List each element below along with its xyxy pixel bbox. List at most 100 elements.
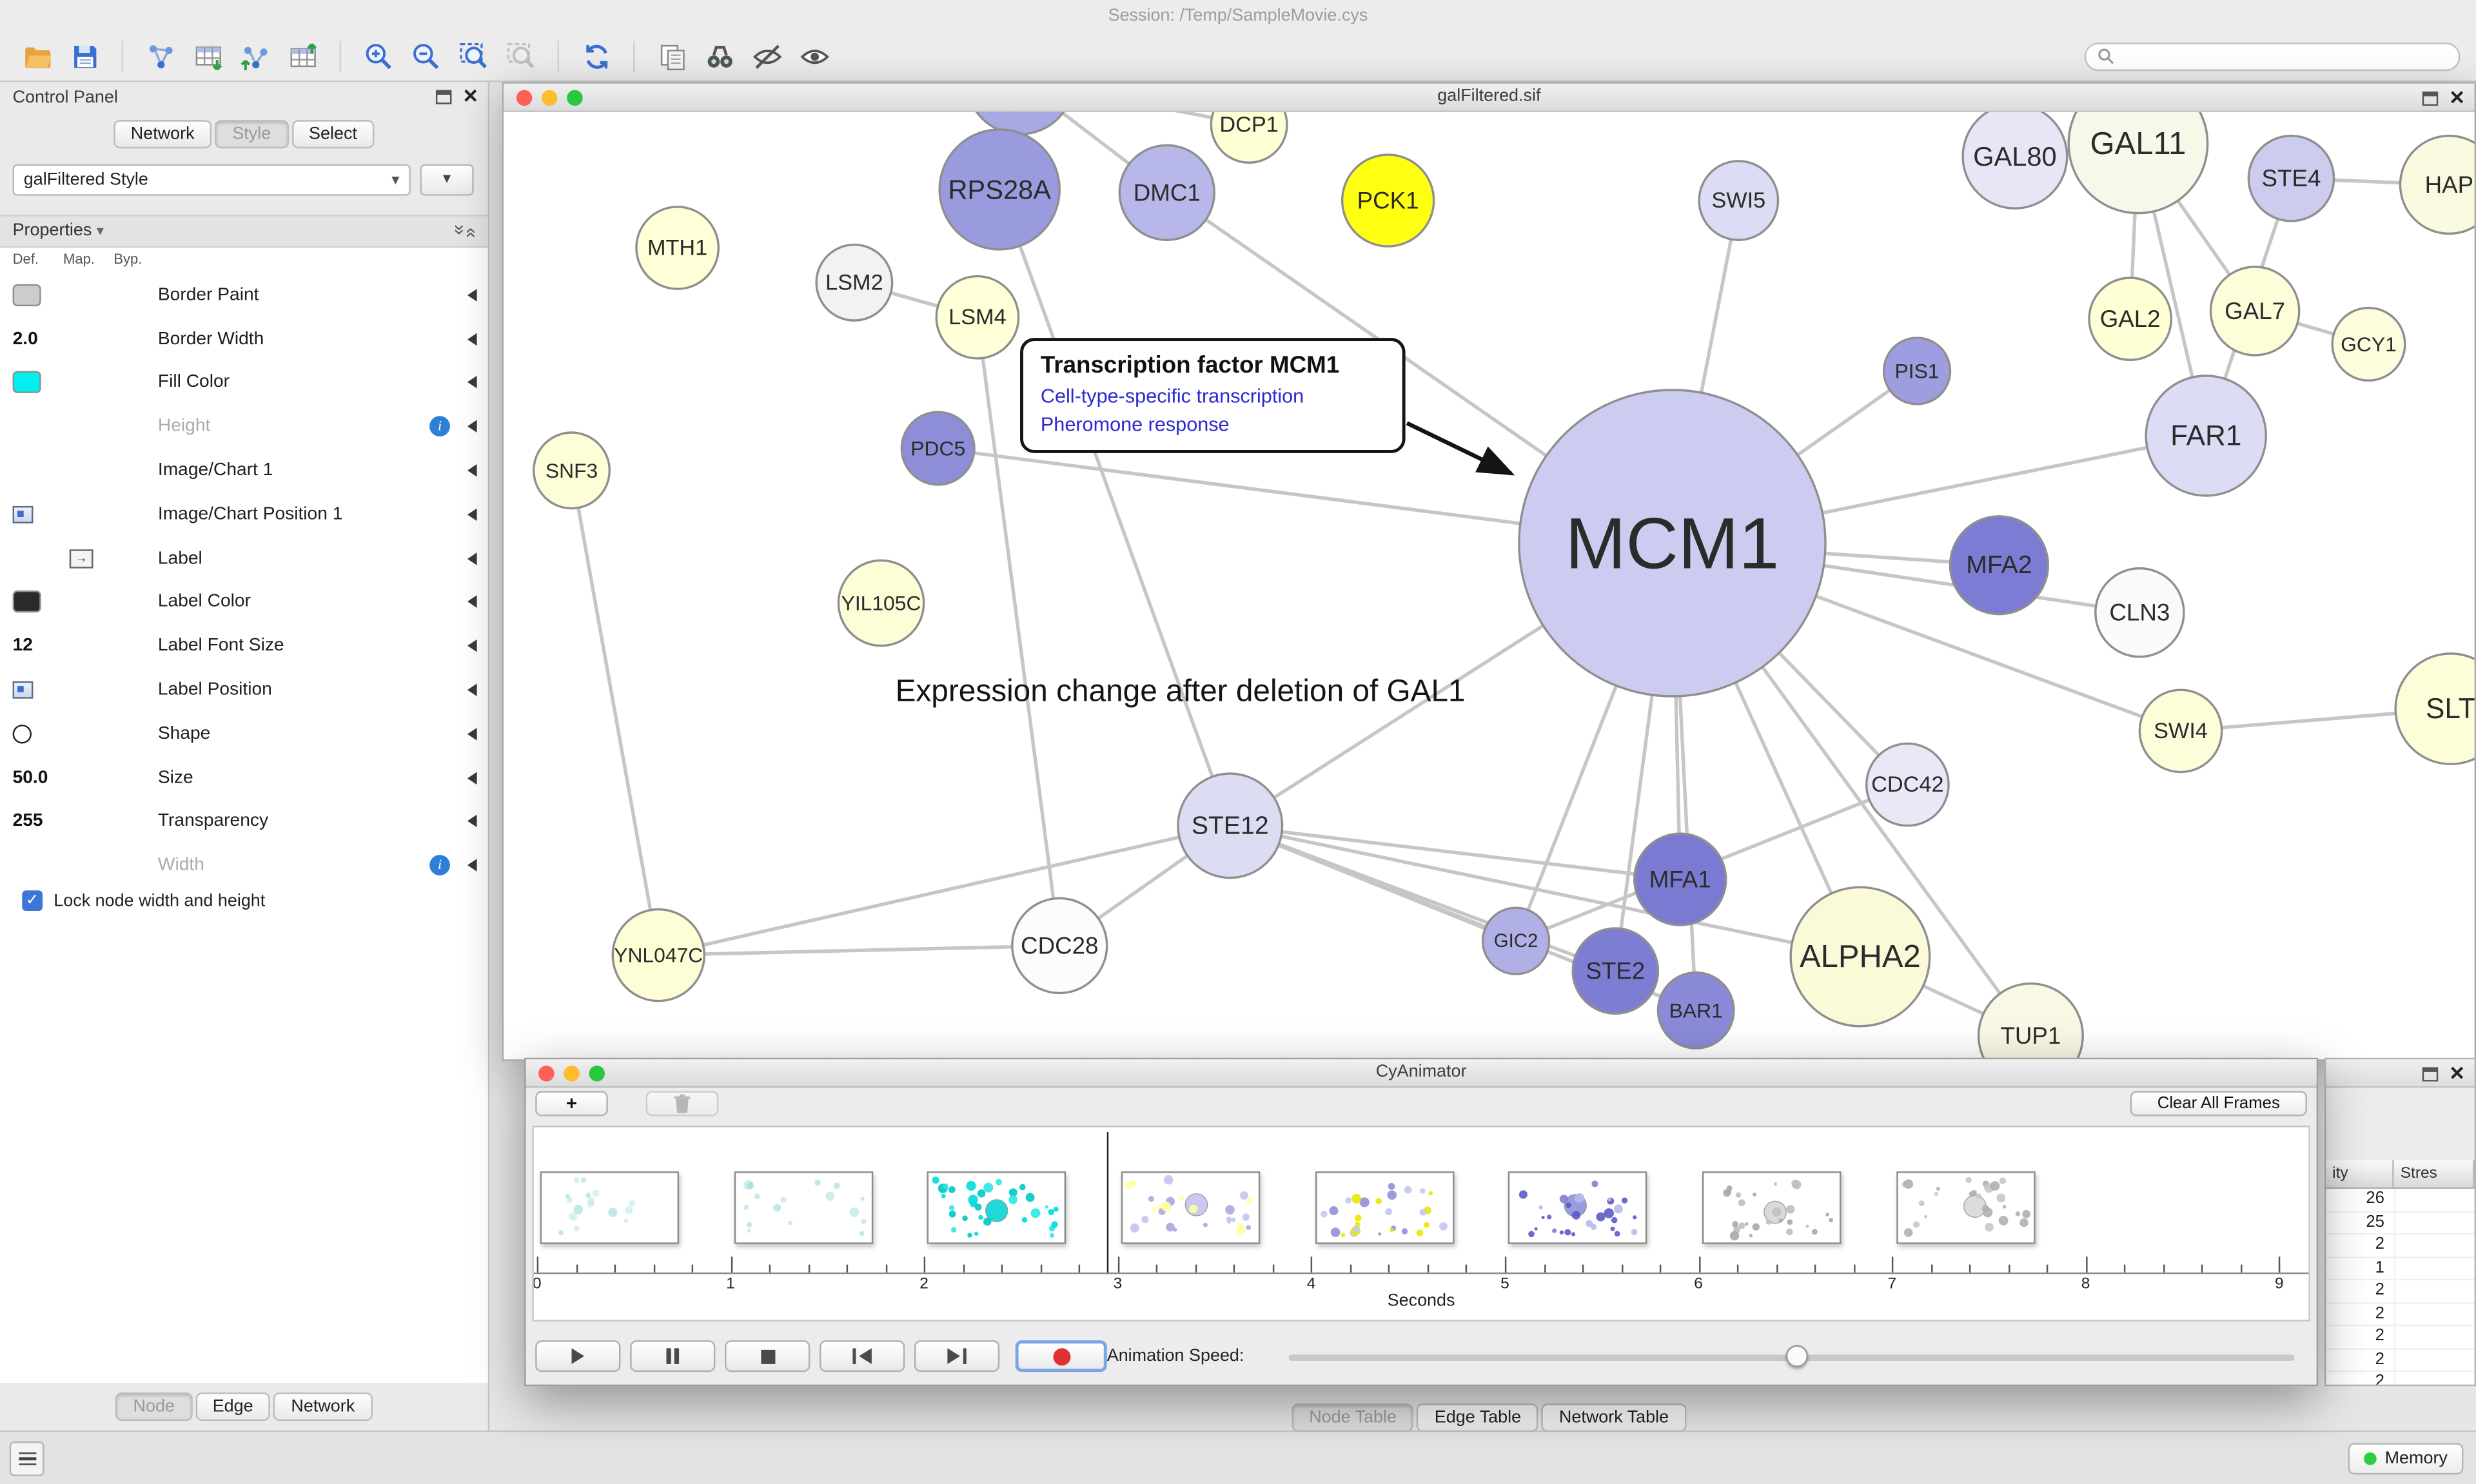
node-CDC42[interactable] — [1865, 742, 1950, 827]
info-icon[interactable]: i — [429, 416, 450, 437]
default-value-cell[interactable] — [12, 724, 57, 744]
frame-thumbnail-8[interactable] — [1896, 1171, 2035, 1244]
frame-thumbnail-3[interactable] — [927, 1171, 1066, 1244]
cyanimator-titlebar[interactable]: CyAnimator — [526, 1059, 2317, 1088]
expand-row-icon[interactable] — [467, 859, 477, 872]
column-header-stres[interactable]: Stres — [2393, 1160, 2475, 1189]
node-YIL105C[interactable] — [837, 559, 925, 647]
clear-all-frames-button[interactable]: Clear All Frames — [2130, 1091, 2307, 1117]
node-LSM4[interactable] — [935, 275, 1020, 360]
edge-STE12-YNL047C[interactable] — [658, 824, 1231, 957]
table-row[interactable]: 2 — [2326, 1235, 2475, 1258]
expand-row-icon[interactable] — [467, 288, 477, 302]
speed-slider-handle[interactable] — [1785, 1345, 1809, 1367]
tab-network[interactable]: Network — [273, 1392, 373, 1421]
delete-frame-button[interactable] — [645, 1091, 719, 1117]
memory-button[interactable]: Memory — [2348, 1443, 2464, 1475]
tab-node-table[interactable]: Node Table — [1292, 1403, 1414, 1432]
expand-row-icon[interactable] — [467, 727, 477, 741]
node-STE4[interactable] — [2247, 134, 2335, 222]
record-button[interactable] — [1015, 1340, 1107, 1372]
expand-row-icon[interactable] — [467, 376, 477, 389]
expand-row-icon[interactable] — [467, 815, 477, 828]
tab-network[interactable]: Network — [113, 120, 212, 149]
edge-STE12-ALPHA2[interactable] — [1230, 824, 1861, 959]
default-value-cell[interactable] — [12, 681, 57, 699]
annotation-callout[interactable]: Transcription factor MCM1 Cell-type-spec… — [1020, 338, 1406, 453]
close-window-icon[interactable]: ✕ — [2449, 86, 2465, 109]
export-table-icon[interactable] — [281, 35, 324, 77]
node-GAL2[interactable] — [2088, 277, 2173, 362]
node-SWI5[interactable] — [1698, 160, 1780, 241]
close-window-button[interactable] — [516, 90, 533, 106]
table-row[interactable]: 2 — [2326, 1326, 2475, 1349]
frame-thumbnail-7[interactable] — [1702, 1171, 1842, 1244]
node-LSM2[interactable] — [815, 243, 894, 322]
default-value-cell[interactable] — [12, 505, 57, 523]
frame-thumbnail-1[interactable] — [540, 1171, 680, 1244]
find-in-network-icon[interactable] — [698, 35, 740, 77]
tab-style[interactable]: Style — [215, 120, 289, 149]
node-YNL047C[interactable] — [611, 908, 705, 1002]
expand-row-icon[interactable] — [467, 683, 477, 697]
default-value-cell[interactable] — [12, 284, 57, 306]
table-row[interactable]: 2 — [2326, 1349, 2475, 1372]
default-value-cell[interactable]: 255 — [13, 812, 57, 831]
frame-thumbnail-4[interactable] — [1121, 1171, 1261, 1244]
node-BAR1[interactable] — [1656, 971, 1735, 1050]
node-PIS1[interactable] — [1882, 337, 1952, 405]
export-network-icon[interactable] — [233, 35, 276, 77]
edge-LSM4-CDC28[interactable] — [976, 317, 1061, 946]
node-FAR1[interactable] — [2145, 375, 2268, 497]
tab-node[interactable]: Node — [115, 1392, 192, 1421]
expand-row-icon[interactable] — [467, 508, 477, 521]
expand-row-icon[interactable] — [467, 464, 477, 477]
node-MTH1[interactable] — [635, 206, 720, 290]
playhead[interactable] — [1106, 1131, 1109, 1274]
node-SNF3[interactable] — [533, 431, 611, 510]
add-frame-button[interactable]: + — [535, 1091, 608, 1117]
frame-thumbnail-5[interactable] — [1315, 1171, 1454, 1244]
minimize-window-button[interactable] — [564, 1066, 580, 1082]
next-frame-button[interactable] — [914, 1340, 1000, 1372]
previous-frame-button[interactable] — [820, 1340, 905, 1372]
node-DCP1[interactable] — [1210, 112, 1288, 164]
table-row[interactable]: 1 — [2326, 1257, 2475, 1281]
node-TUP1[interactable] — [1977, 982, 2084, 1060]
node-GIC2[interactable] — [1481, 906, 1551, 975]
node-SWI4[interactable] — [2138, 688, 2223, 774]
node-PDC5[interactable] — [900, 411, 976, 486]
network-window-titlebar[interactable]: galFiltered.sif ✕ — [504, 83, 2475, 112]
node-RPS28A[interactable] — [938, 128, 1061, 251]
copy-view-icon[interactable] — [651, 35, 693, 77]
node-DMC1[interactable] — [1118, 144, 1215, 241]
expand-row-icon[interactable] — [467, 332, 477, 346]
edge-YNL047C-CDC28[interactable] — [658, 944, 1060, 957]
maximize-window-button[interactable] — [567, 90, 583, 106]
node-ALPHA2[interactable] — [1789, 886, 1931, 1028]
node-GCY1[interactable] — [2331, 306, 2406, 382]
default-value-cell[interactable]: 2.0 — [13, 329, 57, 348]
frame-thumbnail-2[interactable] — [733, 1171, 873, 1244]
node-GAL80[interactable] — [1961, 112, 2068, 210]
hide-details-icon[interactable] — [745, 35, 788, 77]
refresh-view-icon[interactable] — [575, 35, 617, 77]
show-hidden-panels-button[interactable] — [9, 1441, 44, 1476]
default-value-cell[interactable] — [12, 591, 57, 614]
zoom-out-icon[interactable] — [404, 35, 447, 77]
play-button[interactable] — [535, 1340, 621, 1372]
search-box[interactable] — [2084, 41, 2461, 70]
node-CLN3[interactable] — [2094, 567, 2185, 658]
mapping-cell[interactable]: → — [69, 549, 93, 568]
table-row[interactable]: 25 — [2326, 1211, 2475, 1235]
expand-row-icon[interactable] — [467, 420, 477, 433]
show-details-icon[interactable] — [792, 35, 835, 77]
expand-row-icon[interactable] — [467, 639, 477, 653]
stop-button[interactable] — [725, 1340, 811, 1372]
default-value-cell[interactable] — [12, 371, 57, 394]
node-GAL7[interactable] — [2209, 266, 2301, 356]
edge-SNF3-YNL047C[interactable] — [569, 470, 660, 956]
close-panel-icon[interactable]: ✕ — [462, 85, 479, 108]
